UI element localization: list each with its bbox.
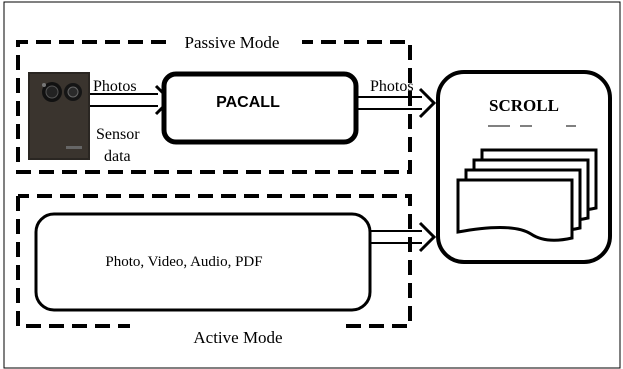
passive-mode-dashed-box xyxy=(16,40,412,174)
document-stack-icon xyxy=(456,148,598,242)
wearable-camera-icon xyxy=(28,72,90,160)
diagram-frame xyxy=(3,1,621,369)
active-output-arrow xyxy=(370,221,437,253)
input-sensor-label: Sensor xyxy=(96,126,140,143)
output-photos-label: Photos xyxy=(370,78,414,95)
passive-mode-group: Passive Mode Photos Sensor data PACALL xyxy=(16,33,437,174)
pacall-label: PACALL xyxy=(216,94,280,111)
passive-output-arrow xyxy=(356,87,437,119)
input-photos-label: Photos xyxy=(93,78,137,95)
active-mode-dashed-box xyxy=(16,194,412,328)
active-content-box xyxy=(34,212,372,312)
input-data-label: data xyxy=(104,148,131,165)
active-mode-group: Active Mode Photo, Video, Audio, PDF xyxy=(16,194,437,347)
active-content-label: Photo, Video, Audio, PDF xyxy=(105,254,262,270)
scroll-label: SCROLL xyxy=(489,96,559,115)
scroll-group: SCROLL xyxy=(436,70,612,264)
active-mode-label: Active Mode xyxy=(193,328,282,347)
passive-mode-label: Passive Mode xyxy=(185,33,280,52)
